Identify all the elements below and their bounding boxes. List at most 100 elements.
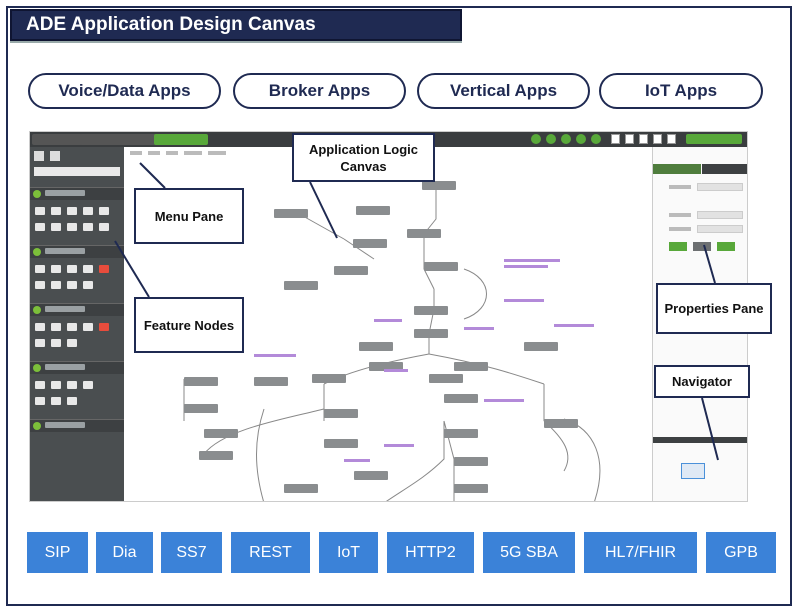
palette-group-header[interactable] xyxy=(30,419,124,432)
protocol-iot: IoT xyxy=(319,532,378,573)
flow-node[interactable] xyxy=(444,394,478,403)
menu-item[interactable] xyxy=(208,151,226,155)
flow-node[interactable] xyxy=(354,471,388,480)
flow-node[interactable] xyxy=(424,262,458,271)
toolbar-icon[interactable] xyxy=(653,134,662,144)
canvas-annotation xyxy=(384,444,414,447)
flow-node[interactable] xyxy=(444,429,478,438)
flow-node[interactable] xyxy=(324,409,358,418)
property-field[interactable] xyxy=(697,211,743,219)
tab[interactable] xyxy=(80,134,158,145)
protocol-rest: REST xyxy=(231,532,310,573)
palette-icon[interactable] xyxy=(34,151,44,161)
toolbar-icon[interactable] xyxy=(611,134,620,144)
app-category-broker[interactable]: Broker Apps xyxy=(233,73,406,109)
canvas-annotation xyxy=(384,369,408,372)
canvas-annotation xyxy=(504,259,560,262)
toolbar-icon[interactable] xyxy=(625,134,634,144)
navigator-viewport[interactable] xyxy=(681,463,705,479)
callout-menu-pane: Menu Pane xyxy=(134,188,244,244)
flow-node[interactable] xyxy=(414,306,448,315)
canvas-annotation xyxy=(254,354,296,357)
callout-navigator: Navigator xyxy=(654,365,750,398)
flow-node[interactable] xyxy=(356,206,390,215)
properties-tab[interactable] xyxy=(653,164,701,174)
flow-node[interactable] xyxy=(524,342,558,351)
property-button[interactable] xyxy=(669,242,687,251)
palette-group-header[interactable] xyxy=(30,303,124,316)
toolbar-icon[interactable] xyxy=(561,134,571,144)
toolbar-search-input[interactable] xyxy=(686,134,742,144)
navigator-header xyxy=(653,437,747,443)
toolbar-icon[interactable] xyxy=(591,134,601,144)
property-field[interactable] xyxy=(697,183,743,191)
protocol-hl7-fhir: HL7/FHIR xyxy=(584,532,697,573)
property-button[interactable] xyxy=(693,242,711,251)
flow-node[interactable] xyxy=(334,266,368,275)
canvas-annotation xyxy=(554,324,594,327)
flow-node[interactable] xyxy=(184,404,218,413)
toolbar-icon[interactable] xyxy=(531,134,541,144)
flow-node[interactable] xyxy=(544,419,578,428)
property-button[interactable] xyxy=(717,242,735,251)
canvas-annotation xyxy=(344,459,370,462)
palette-search-input[interactable] xyxy=(34,167,120,176)
protocol-dia: Dia xyxy=(96,532,153,573)
canvas-annotation xyxy=(374,319,402,322)
menu-item[interactable] xyxy=(148,151,160,155)
outer-frame xyxy=(6,6,792,606)
protocol-gpb: GPB xyxy=(706,532,776,573)
callout-application-logic-canvas: Application Logic Canvas xyxy=(292,133,435,182)
menu-item[interactable] xyxy=(166,151,178,155)
palette-group-header[interactable] xyxy=(30,361,124,374)
flow-node[interactable] xyxy=(254,377,288,386)
palette-icon[interactable] xyxy=(50,151,60,161)
flow-node[interactable] xyxy=(422,181,456,190)
toolbar-icon[interactable] xyxy=(546,134,556,144)
tab[interactable] xyxy=(32,134,84,145)
flow-node[interactable] xyxy=(199,451,233,460)
flow-node[interactable] xyxy=(407,229,441,238)
menu-item[interactable] xyxy=(184,151,202,155)
flow-node[interactable] xyxy=(274,209,308,218)
toolbar-icon[interactable] xyxy=(639,134,648,144)
feature-node-palette xyxy=(30,147,124,501)
palette-group-header[interactable] xyxy=(30,187,124,200)
flow-node[interactable] xyxy=(204,429,238,438)
page-title: ADE Application Design Canvas xyxy=(10,9,462,41)
flow-node[interactable] xyxy=(454,362,488,371)
flow-node[interactable] xyxy=(429,374,463,383)
app-category-vertical[interactable]: Vertical Apps xyxy=(417,73,590,109)
protocol-5g-sba: 5G SBA xyxy=(483,532,575,573)
canvas-annotation xyxy=(504,265,548,268)
flow-node[interactable] xyxy=(312,374,346,383)
flow-node[interactable] xyxy=(454,457,488,466)
canvas-annotation xyxy=(504,299,544,302)
flow-node[interactable] xyxy=(359,342,393,351)
flow-node[interactable] xyxy=(353,239,387,248)
app-category-iot[interactable]: IoT Apps xyxy=(599,73,763,109)
flow-node[interactable] xyxy=(454,484,488,493)
canvas-annotation xyxy=(464,327,494,330)
toolbar-icon[interactable] xyxy=(576,134,586,144)
protocol-sip: SIP xyxy=(27,532,88,573)
canvas-annotation xyxy=(484,399,524,402)
flow-node[interactable] xyxy=(284,484,318,493)
flow-node[interactable] xyxy=(369,362,403,371)
flow-node[interactable] xyxy=(414,329,448,338)
flow-node[interactable] xyxy=(284,281,318,290)
flow-node[interactable] xyxy=(184,377,218,386)
palette-group-header[interactable] xyxy=(30,245,124,258)
flow-node[interactable] xyxy=(324,439,358,448)
tab-active[interactable] xyxy=(154,134,208,145)
callout-properties-pane: Properties Pane xyxy=(656,283,772,334)
protocol-http2: HTTP2 xyxy=(387,532,474,573)
app-category-voice-data[interactable]: Voice/Data Apps xyxy=(28,73,221,109)
property-field[interactable] xyxy=(697,225,743,233)
layout-tab[interactable] xyxy=(702,164,747,174)
menu-item[interactable] xyxy=(130,151,142,155)
protocol-ss7: SS7 xyxy=(161,532,222,573)
toolbar-icon[interactable] xyxy=(667,134,676,144)
callout-feature-nodes: Feature Nodes xyxy=(134,297,244,353)
